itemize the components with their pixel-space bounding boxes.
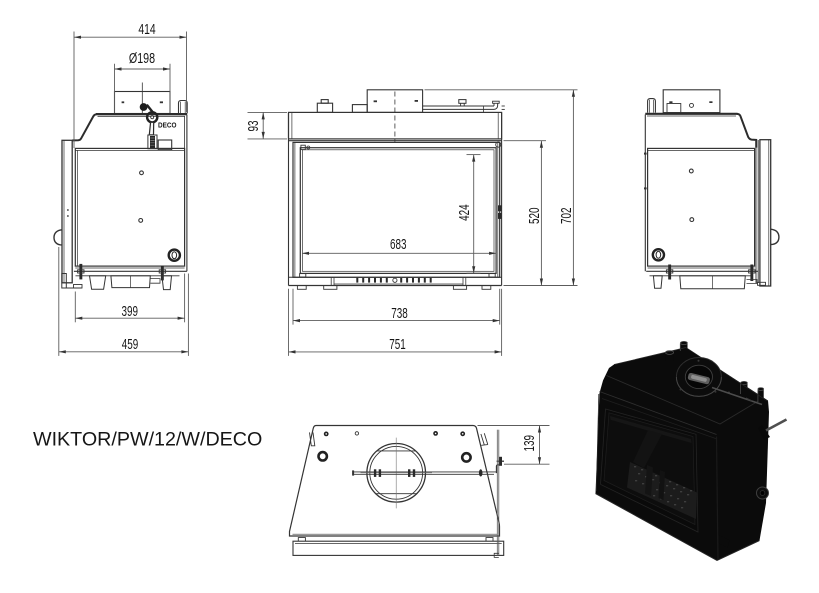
svg-text:702: 702: [558, 207, 575, 224]
svg-text:751: 751: [389, 336, 406, 353]
svg-text:520: 520: [526, 207, 543, 224]
svg-text:DECO: DECO: [158, 121, 177, 130]
svg-text:Ø198: Ø198: [129, 50, 155, 67]
svg-text:139: 139: [521, 435, 538, 452]
svg-text:93: 93: [245, 121, 262, 132]
svg-text:414: 414: [138, 21, 155, 38]
svg-text:399: 399: [122, 303, 139, 320]
svg-text:738: 738: [391, 305, 408, 322]
svg-text:683: 683: [390, 236, 407, 253]
svg-text:424: 424: [456, 204, 473, 221]
svg-text:459: 459: [122, 336, 139, 353]
svg-text:WIKTOR/PW/12/W/DECO: WIKTOR/PW/12/W/DECO: [33, 429, 262, 451]
